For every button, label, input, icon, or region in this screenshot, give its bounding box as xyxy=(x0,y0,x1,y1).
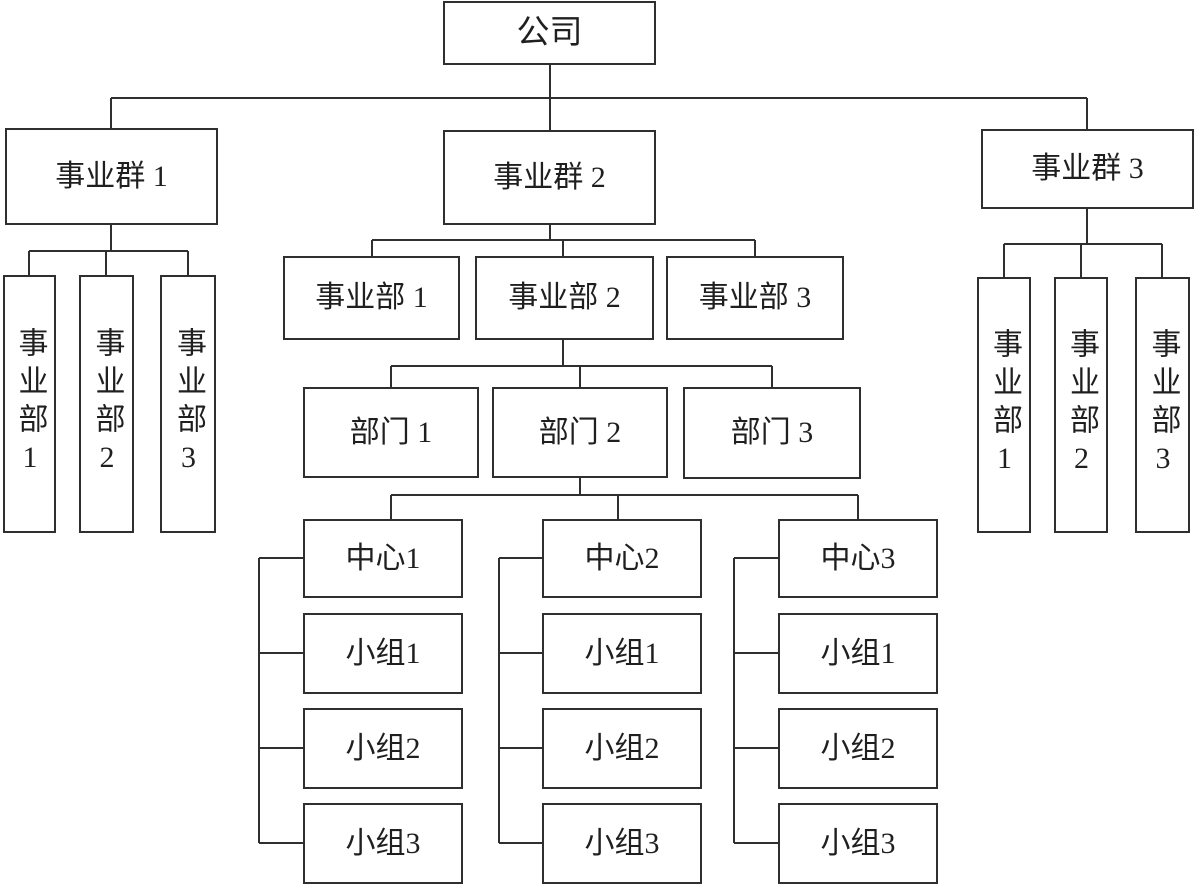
connector-line xyxy=(499,747,542,749)
connector-line xyxy=(734,557,778,559)
connector-line xyxy=(371,240,373,256)
connector-line xyxy=(1080,244,1082,277)
connector-line xyxy=(549,225,551,240)
connector-line xyxy=(562,340,564,366)
connector-line xyxy=(734,842,778,844)
connector-line xyxy=(1003,244,1005,277)
connector-line xyxy=(390,495,392,519)
org-node-dept2-bumen3: 部门 3 xyxy=(683,387,861,479)
org-node-dept2-bumen1: 部门 1 xyxy=(303,387,479,478)
org-node-bumen2-center3: 中心3 xyxy=(778,519,938,598)
org-node-center1-team1: 小组1 xyxy=(303,613,463,694)
connector-line xyxy=(498,558,500,843)
connector-line xyxy=(617,495,619,519)
connector-line xyxy=(28,251,30,275)
org-node-group2-dept2: 事业部 2 xyxy=(475,256,654,340)
connector-line xyxy=(29,250,188,252)
connector-line xyxy=(734,652,778,654)
connector-line xyxy=(499,652,542,654)
org-node-group3: 事业群 3 xyxy=(981,129,1194,209)
connector-line xyxy=(562,240,564,256)
connector-line xyxy=(857,495,859,519)
org-node-bumen2-center1: 中心1 xyxy=(303,519,463,598)
org-node-group3-dept2: 事业部2 xyxy=(1054,277,1108,533)
connector-line xyxy=(259,557,303,559)
connector-line xyxy=(110,98,112,128)
org-node-group1-dept2: 事业部2 xyxy=(79,275,134,533)
connector-line xyxy=(111,97,1087,99)
connector-line xyxy=(733,558,735,843)
org-node-center2-team3: 小组3 xyxy=(542,803,702,884)
connector-line xyxy=(754,240,756,256)
org-node-group2-dept3: 事业部 3 xyxy=(666,256,844,340)
connector-line xyxy=(499,842,542,844)
connector-line xyxy=(259,652,303,654)
connector-line xyxy=(499,557,542,559)
org-node-group2-dept1: 事业部 1 xyxy=(283,256,460,340)
org-node-group1-dept3: 事业部3 xyxy=(160,275,216,533)
org-node-dept2-bumen2: 部门 2 xyxy=(492,387,668,478)
connector-line xyxy=(390,366,392,388)
connector-line xyxy=(187,251,189,275)
connector-line xyxy=(110,225,112,251)
connector-line xyxy=(258,558,260,843)
org-node-group2: 事业群 2 xyxy=(443,130,656,225)
connector-line xyxy=(1161,244,1163,277)
org-node-center3-team3: 小组3 xyxy=(778,803,938,884)
org-node-center1-team3: 小组3 xyxy=(303,803,463,884)
connector-line xyxy=(391,494,858,496)
connector-line xyxy=(771,366,773,388)
connector-line xyxy=(1086,208,1088,244)
connector-line xyxy=(259,842,303,844)
connector-line xyxy=(579,478,581,495)
org-node-group3-dept1: 事业部1 xyxy=(977,277,1031,533)
org-node-center1-team2: 小组2 xyxy=(303,708,463,789)
connector-line xyxy=(1004,243,1162,245)
connector-line xyxy=(1086,98,1088,129)
connector-line xyxy=(579,366,581,388)
org-node-group3-dept3: 事业部3 xyxy=(1135,277,1190,533)
connector-line xyxy=(391,365,772,367)
connector-line xyxy=(105,251,107,275)
org-node-center3-team1: 小组1 xyxy=(778,613,938,694)
connector-line xyxy=(734,747,778,749)
org-node-center3-team2: 小组2 xyxy=(778,708,938,789)
org-node-center2-team1: 小组1 xyxy=(542,613,702,694)
org-node-bumen2-center2: 中心2 xyxy=(542,519,702,598)
org-node-group1: 事业群 1 xyxy=(5,128,218,225)
org-node-group1-dept1: 事业部1 xyxy=(3,275,56,533)
org-node-center2-team2: 小组2 xyxy=(542,708,702,789)
connector-line xyxy=(259,747,303,749)
org-node-company: 公司 xyxy=(443,1,656,65)
